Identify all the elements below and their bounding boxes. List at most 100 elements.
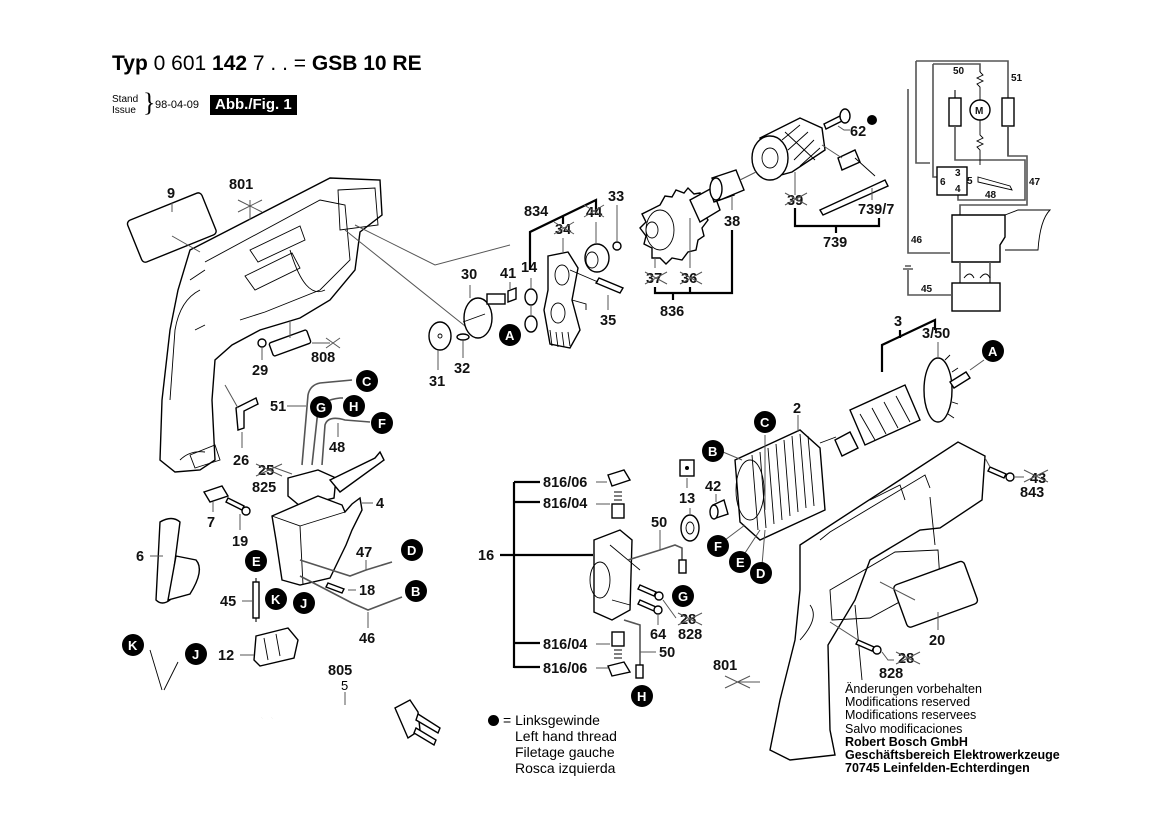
part-label-47: 47 <box>356 545 372 561</box>
wire-45: 45 <box>921 284 933 295</box>
note-de: Änderungen vorbehalten <box>845 682 982 696</box>
type-number-b: 142 <box>212 52 248 75</box>
connector-d-switch: D <box>401 539 423 561</box>
part-801-right-callout: 801 <box>713 658 760 689</box>
part-19-screw: 19 <box>225 497 251 550</box>
part-38-sleeve: 38 <box>709 169 745 230</box>
part-808: 808 <box>268 320 341 366</box>
part-label-816-06-top: 816/06 <box>543 475 587 491</box>
terminal-6: 6 <box>940 177 946 188</box>
part-label-836: 836 <box>660 304 684 320</box>
wire-47: 47 <box>1029 177 1041 188</box>
connector-a-gearbox: A <box>499 324 521 346</box>
part-label-808: 808 <box>311 350 335 366</box>
part-label-50-top: 50 <box>651 515 667 531</box>
left-hand-thread-dot <box>867 115 877 125</box>
connector-g-center: G <box>672 585 694 607</box>
left-hand-thread-symbol <box>488 715 499 726</box>
part-label-48: 48 <box>329 440 345 456</box>
part-label-50-bottom: 50 <box>659 645 675 661</box>
part-739-bracket: 39 739 <box>784 192 881 251</box>
part-label-828-center: 828 <box>678 627 702 643</box>
connector-b-switch: B <box>405 580 427 602</box>
part-836-bracket: 37 36 836 <box>644 230 734 320</box>
part-50-wires: 50 50 <box>623 515 687 679</box>
part-label-46: 46 <box>359 631 375 647</box>
connector-j-switch: J <box>293 592 315 614</box>
typ-label: Typ <box>112 52 148 75</box>
part-label-30: 30 <box>461 267 477 283</box>
part-25-switch-lever: 25 825 <box>252 450 385 507</box>
terminal-3: 3 <box>955 168 961 179</box>
part-62-screw: 62 <box>823 108 877 140</box>
connector-label-b-stator: B <box>708 444 717 459</box>
connector-c-stator: C <box>754 411 776 433</box>
part-47-46-wires: 47 46 <box>299 545 403 647</box>
part-label-834: 834 <box>524 204 548 220</box>
connector-label-e-stator: E <box>736 555 745 570</box>
note-es: Salvo modificaciones <box>845 721 963 736</box>
connector-j-cord: J <box>185 643 207 665</box>
connector-label-f-stator: F <box>714 539 722 554</box>
connector-d-stator: D <box>750 562 772 584</box>
part-label-5: 5 <box>341 678 348 693</box>
connector-g-switch: G <box>310 396 332 418</box>
connector-label-j: J <box>300 596 307 611</box>
part-label-62: 62 <box>850 124 866 140</box>
part-35-screw: 35 <box>569 269 625 329</box>
connector-label-h-center: H <box>637 689 646 704</box>
issue-label: Issue <box>112 105 136 116</box>
part-label-843: 843 <box>1020 485 1044 501</box>
stand-label: Stand <box>112 94 139 105</box>
part-34-gear-plate <box>543 238 581 349</box>
connector-e-stator: E <box>729 551 751 573</box>
part-label-51: 51 <box>270 399 286 415</box>
part-label-3-50: 3/50 <box>922 326 950 342</box>
part-12-cable-clamp: 12 <box>218 627 299 667</box>
part-label-32: 32 <box>454 361 470 377</box>
part-44-ring <box>584 222 610 273</box>
connector-h-center: H <box>631 685 653 707</box>
connector-c-switch: C <box>356 370 378 392</box>
legend-line-4: Rosca izquierda <box>515 760 616 776</box>
part-41-clip: 41 <box>500 266 517 304</box>
part-label-816-04-top: 816/04 <box>543 496 587 512</box>
part-label-12: 12 <box>218 648 234 664</box>
part-42-sleeve: 42 <box>705 479 729 520</box>
model-name: GSB 10 RE <box>311 52 422 75</box>
connector-e-cable: E <box>245 550 267 572</box>
connector-label-g: G <box>316 400 326 415</box>
part-33-ball: 33 <box>608 189 624 251</box>
part-label-2: 2 <box>793 401 801 417</box>
part-37-36-gear-shaft <box>639 181 735 268</box>
stand-issue-label: Stand Issue <box>112 94 138 116</box>
part-828-screw-handle: 28 828 <box>829 621 921 682</box>
legend-line-1: = Linksgewinde <box>503 712 600 728</box>
part-label-16: 16 <box>478 548 494 564</box>
type-number-a: 0 601 <box>153 52 207 75</box>
part-label-828-handle: 828 <box>879 666 903 682</box>
part-7-clamp: 7 <box>202 485 230 531</box>
part-51-48-wires: 51 48 <box>270 379 371 466</box>
connector-label-h: H <box>349 399 358 414</box>
motor-symbol: M <box>975 106 983 117</box>
part-32-clip: 32 <box>454 333 470 377</box>
part-14-bearings: 14 <box>521 260 538 333</box>
part-label-4: 4 <box>376 496 384 512</box>
part-label-29: 29 <box>252 363 268 379</box>
part-label-9: 9 <box>167 186 175 202</box>
part-label-739: 739 <box>823 235 847 251</box>
part-label-13: 13 <box>679 491 695 507</box>
part-30-disk: 30 <box>461 267 506 339</box>
connector-f-stator: F <box>707 535 729 557</box>
legend: = Linksgewinde Left hand thread Filetage… <box>488 712 617 776</box>
part-64-screws: 64 28 828 <box>637 584 703 643</box>
part-label-6: 6 <box>136 549 144 565</box>
part-label-801: 801 <box>229 177 253 193</box>
part-18-screw: 18 <box>325 582 375 599</box>
terminal-5: 5 <box>967 176 973 187</box>
part-45-cable: 45 <box>220 578 260 622</box>
part-9-label-plate: 9 <box>126 186 217 263</box>
type-number-c: 7 . . = <box>252 52 307 75</box>
part-3-armature: 3 3/50 <box>819 314 985 457</box>
